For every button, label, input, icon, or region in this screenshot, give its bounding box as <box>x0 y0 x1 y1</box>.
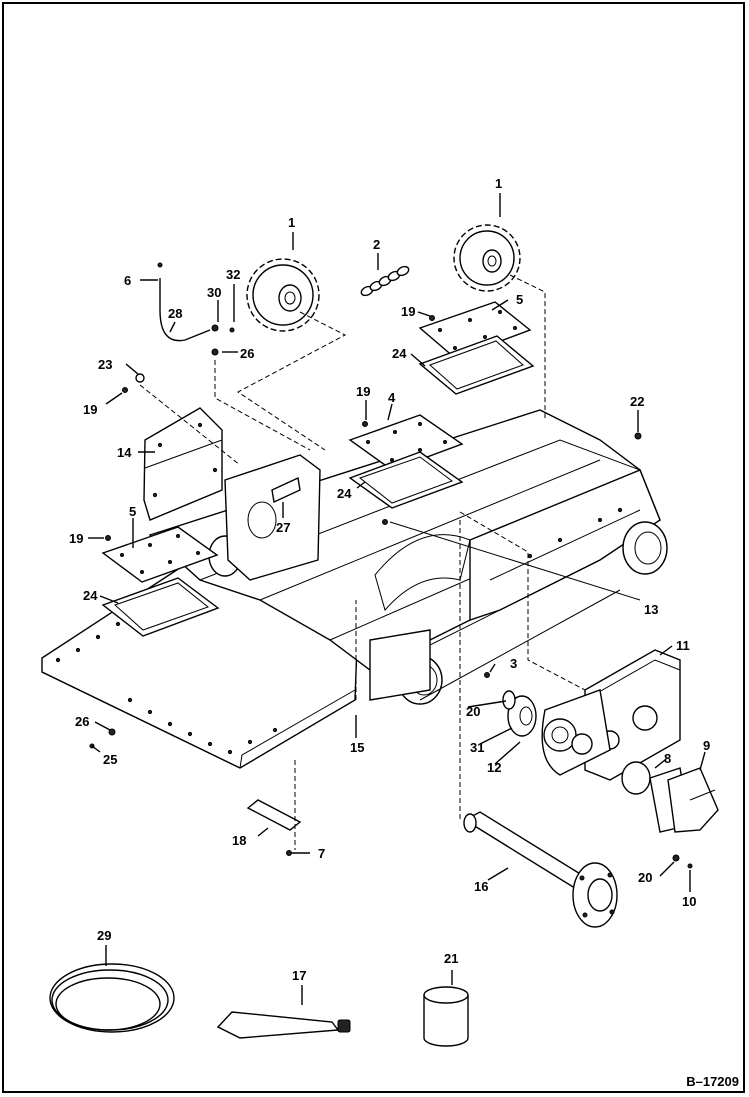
callout-label: 20 <box>466 704 480 719</box>
callout-label: 17 <box>292 968 306 983</box>
side-bracket <box>143 407 223 521</box>
callout-label: 21 <box>444 951 458 966</box>
callout-label: 11 <box>676 638 690 653</box>
callout-label: 5 <box>129 504 136 519</box>
hydraulic-motor <box>621 761 719 833</box>
gasket-center <box>348 451 464 525</box>
callout-label: 26 <box>240 346 254 361</box>
callout-label: 5 <box>516 292 523 307</box>
motor-seal <box>502 690 537 737</box>
callout-labels: 1 1 1 2 3 4 5 5 6 7 8 9 10 11 12 13 14 1… <box>69 176 710 983</box>
sprocket-left <box>246 258 320 332</box>
callout-label: 31 <box>470 740 484 755</box>
callout-label: 10 <box>682 894 696 909</box>
figure-reference: B–17209 <box>686 1074 739 1089</box>
callout-label: 16 <box>474 879 488 894</box>
callout-label: 19 <box>401 304 415 319</box>
sealant-tube <box>216 1011 351 1039</box>
callout-label: 7 <box>318 846 325 861</box>
gasket-right <box>418 335 535 395</box>
callout-label: 18 <box>232 833 246 848</box>
callout-label: 12 <box>487 760 501 775</box>
gasket-left <box>101 577 220 637</box>
axle-shaft <box>463 811 618 928</box>
sprocket-right <box>453 224 521 292</box>
callout-label: 27 <box>276 520 290 535</box>
callout-label: 24 <box>83 588 98 603</box>
callout-label: 22 <box>630 394 644 409</box>
callout-label: 13 <box>644 602 658 617</box>
callout-label: 20 <box>638 870 652 885</box>
callout-label: 6 <box>124 273 131 288</box>
callout-label: 28 <box>168 306 182 321</box>
cover-plate-center <box>348 414 464 471</box>
hardware-bolts <box>89 315 693 869</box>
cover-plate-left <box>101 526 219 583</box>
alignment-lines <box>139 274 586 850</box>
callout-label: 23 <box>98 357 112 372</box>
callout-label: 26 <box>75 714 89 729</box>
callout-label: 1 <box>495 176 502 191</box>
callout-label: 14 <box>117 445 132 460</box>
callout-label: 8 <box>664 751 671 766</box>
callout-label: 32 <box>226 267 240 282</box>
cover-plate-right <box>418 301 532 359</box>
leader-lines <box>88 193 706 1005</box>
callout-label: 2 <box>373 237 380 252</box>
callout-label: 24 <box>392 346 407 361</box>
gearbox <box>541 649 681 781</box>
callout-label: 19 <box>69 531 83 546</box>
callout-label: 9 <box>703 738 710 753</box>
main-frame <box>41 409 668 769</box>
mounting-bracket <box>246 799 302 831</box>
callout-label: 30 <box>207 285 221 300</box>
callout-label: 1 <box>288 215 295 230</box>
callout-label: 19 <box>83 402 97 417</box>
callout-label: 4 <box>388 390 396 405</box>
callout-label: 25 <box>103 752 117 767</box>
oil-can <box>423 986 469 1047</box>
callout-label: 19 <box>356 384 370 399</box>
chain-links <box>360 265 410 297</box>
callout-label: 24 <box>337 486 352 501</box>
callout-label: 15 <box>350 740 364 755</box>
callout-label: 3 <box>510 656 517 671</box>
hose-coil <box>49 963 175 1033</box>
callout-label: 29 <box>97 928 111 943</box>
hose-fitting <box>157 262 235 356</box>
